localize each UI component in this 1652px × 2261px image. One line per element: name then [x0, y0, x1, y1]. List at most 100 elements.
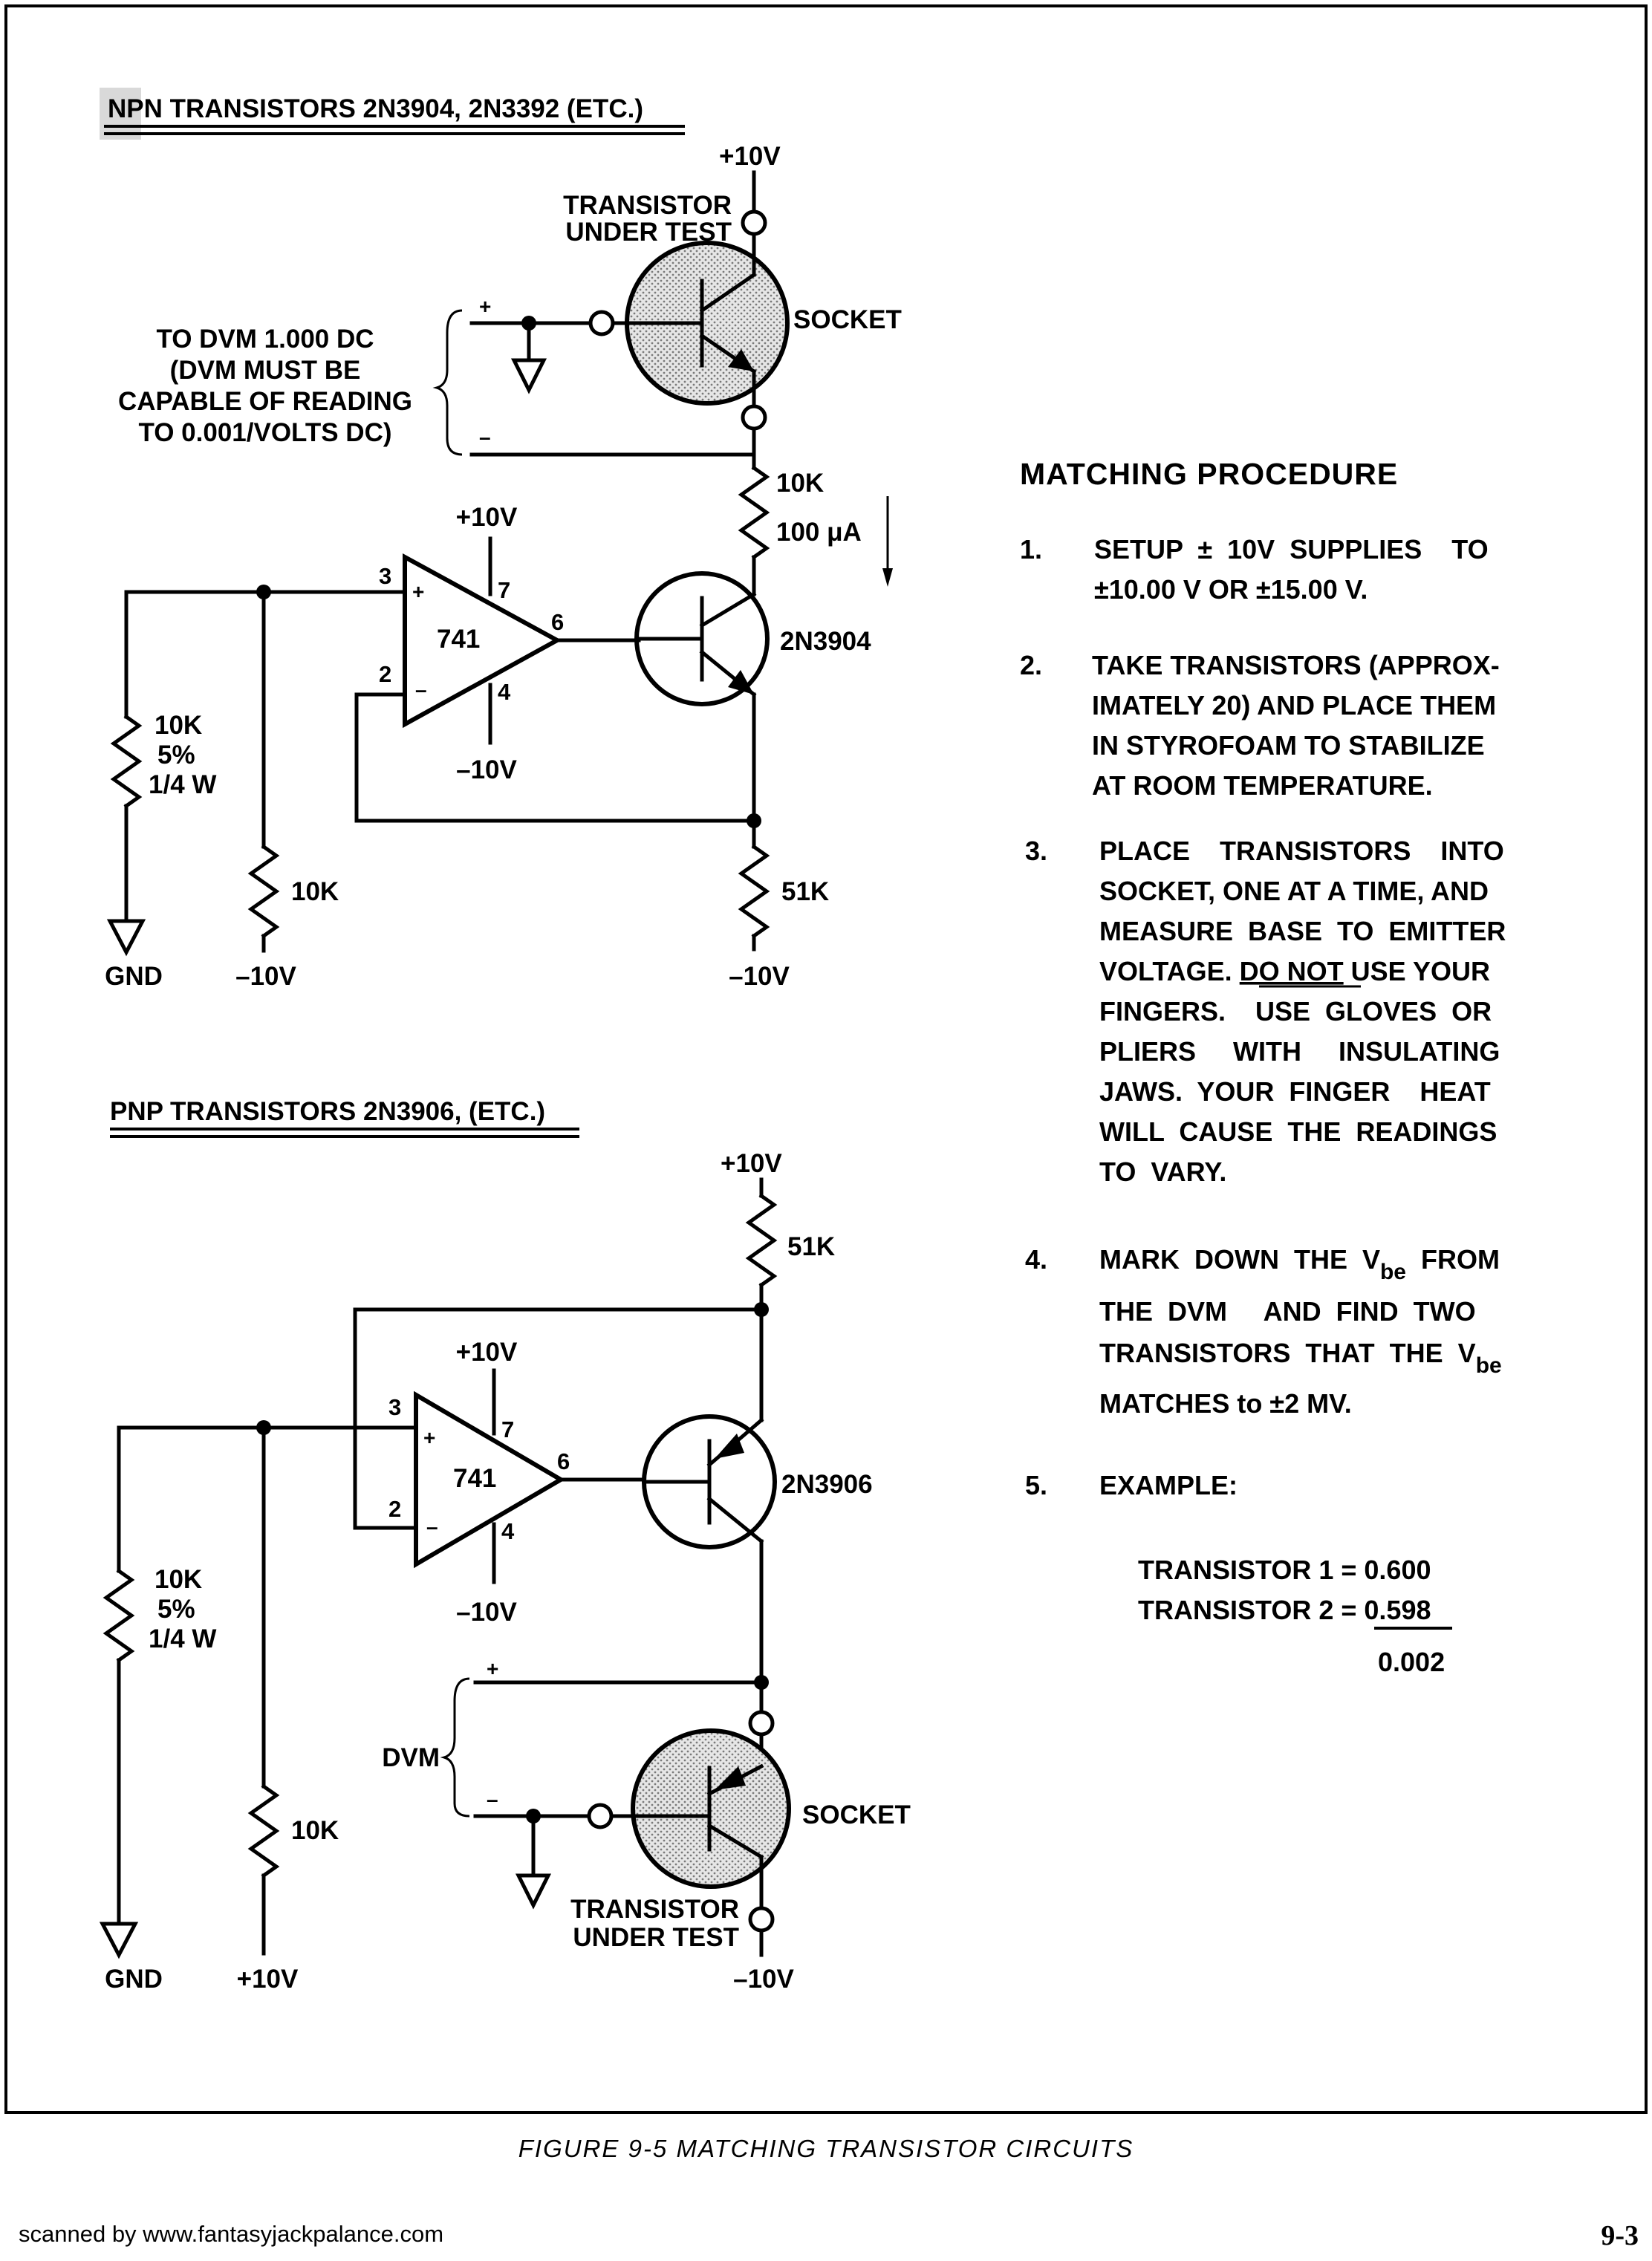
step-2-number: 2. — [1020, 650, 1042, 680]
step-4-vbe-sub: be — [1380, 1260, 1406, 1284]
npn-collector-resistor-label: 10K — [776, 469, 824, 498]
npn-opamp-pin3: 3 — [379, 563, 391, 589]
npn-left-resistor — [110, 714, 143, 809]
pnp-top-resistor — [745, 1193, 778, 1288]
pnp-left-resistor-value: 10K — [155, 1565, 202, 1594]
pnp-socket-emitter-pin — [748, 1710, 775, 1737]
npn-opamp-in-minus: – — [415, 678, 427, 701]
step-3-line-6: PLIERS WITH INSULATING — [1099, 1036, 1500, 1067]
procedure-heading: MATCHING PROCEDURE — [1020, 457, 1398, 491]
pnp-socket-collector-pin — [748, 1906, 775, 1933]
step-3-number: 3. — [1025, 836, 1047, 866]
step-1-line-1: SETUP ± 10V SUPPLIES TO — [1094, 534, 1489, 565]
step-5-line-1: EXAMPLE: — [1099, 1470, 1238, 1500]
example-transistor-2: TRANSISTOR 2 = 0.598 — [1138, 1595, 1431, 1625]
npn-opamp — [403, 553, 562, 729]
pnp-opamp-name: 741 — [453, 1464, 496, 1493]
step-1-line-2: ±10.00 V OR ±15.00 V. — [1094, 574, 1368, 605]
pnp-left-resistor-tol: 5% — [157, 1595, 195, 1624]
npn-left-resistor-tol: 5% — [157, 741, 195, 770]
npn-ground-symbol — [510, 358, 547, 394]
npn-opamp-pin6: 6 — [551, 609, 564, 635]
pnp-gnd-symbol — [99, 1922, 139, 1959]
step-2-line-1: TAKE TRANSISTORS (APPROX- — [1092, 650, 1500, 680]
npn-title: NPN TRANSISTORS 2N3904, 2N3392 (ETC.) — [108, 94, 643, 123]
step-3-line-4-pre: VOLTAGE. — [1099, 956, 1240, 986]
matching-procedure: MATCHING PROCEDURE 1. SETUP ± 10V SUPPLI… — [1020, 457, 1506, 1677]
pnp-left-resistor — [103, 1568, 135, 1663]
pnp-top-resistor-label: 51K — [787, 1232, 835, 1261]
npn-neg-right-label: –10V — [729, 962, 790, 991]
step-4-line-3-pre: TRANSISTORS THAT THE V — [1099, 1338, 1476, 1368]
npn-transistor-label: 2N3904 — [780, 627, 871, 656]
step-4-line-2: THE DVM AND FIND TWO — [1099, 1296, 1476, 1327]
pnp-opamp — [414, 1390, 565, 1569]
step-4-line-1-post: FROM — [1406, 1244, 1500, 1275]
pnp-opamp-vminus: –10V — [456, 1598, 517, 1627]
npn-socket-collector-pin — [741, 209, 767, 236]
npn-opamp-vplus: +10V — [456, 503, 518, 532]
pnp-under-test-label: TRANSISTOR — [570, 1895, 739, 1924]
example-difference: 0.002 — [1378, 1647, 1445, 1677]
step-3-line-5: FINGERS. USE GLOVES OR — [1099, 996, 1492, 1027]
npn-left-resistor-power: 1/4 W — [149, 770, 216, 799]
npn-opamp-pin2: 2 — [379, 661, 391, 687]
pnp-opamp-pin7: 7 — [501, 1416, 514, 1442]
pnp-gnd-label: GND — [105, 1965, 163, 1994]
npn-dvm-minus: – — [479, 426, 491, 449]
npn-emitter-resistor — [738, 844, 770, 939]
step-2-line-3: IN STYROFOAM TO STABILIZE — [1092, 730, 1485, 761]
step-3-line-1: PLACE TRANSISTORS INTO — [1099, 836, 1504, 866]
pnp-left-resistor-power: 1/4 W — [149, 1624, 216, 1653]
step-3-line-8: WILL CAUSE THE READINGS — [1099, 1116, 1497, 1147]
npn-opamp-pin7: 7 — [498, 577, 510, 603]
pnp-dvm-minus: – — [487, 1788, 498, 1811]
npn-left-resistor-value: 10K — [155, 711, 202, 740]
pnp-neg-bottom-label: –10V — [733, 1965, 794, 1994]
pnp-opamp-vplus: +10V — [456, 1338, 518, 1367]
step-4-line-1: MARK DOWN THE Vbe FROM — [1099, 1244, 1500, 1284]
step-3-do-not: DO NOT — [1240, 956, 1344, 986]
pnp-opamp-pin2: 2 — [388, 1496, 401, 1522]
step-4-line-3: TRANSISTORS THAT THE Vbe — [1099, 1338, 1502, 1378]
pnp-dvm-ground-symbol — [515, 1873, 552, 1910]
npn-dvm-note-2: (DVM MUST BE — [170, 356, 361, 385]
npn-opamp-name: 741 — [437, 625, 480, 654]
npn-socket-emitter-pin — [741, 404, 767, 431]
example-transistor-2-label: TRANSISTOR 2 = — [1138, 1595, 1364, 1625]
npn-neg-mid-label: –10V — [235, 962, 296, 991]
page-border — [4, 4, 1648, 2114]
npn-under-test-label: TRANSISTOR — [563, 191, 732, 220]
npn-opamp-in-plus: + — [412, 580, 424, 603]
npn-mid-resistor-label: 10K — [291, 877, 339, 906]
pnp-supply-top-label: +10V — [721, 1149, 782, 1178]
example-transistor-1: TRANSISTOR 1 = 0.600 — [1138, 1555, 1431, 1585]
step-2-line-4: AT ROOM TEMPERATURE. — [1092, 770, 1433, 801]
step-3-line-4-post: USE YOUR — [1344, 956, 1490, 986]
pnp-circuit: PNP TRANSISTORS 2N3906, (ETC.) +10V 51K … — [99, 1097, 911, 1994]
pnp-opamp-pin4: 4 — [501, 1518, 515, 1544]
pnp-socket-base-pin — [587, 1803, 614, 1829]
npn-current-label: 100 μA — [776, 518, 862, 547]
npn-mid-resistor — [247, 844, 280, 939]
step-3-line-3: MEASURE BASE TO EMITTER — [1099, 916, 1506, 946]
pnp-opamp-pin3: 3 — [388, 1394, 401, 1420]
pnp-under-test-label-2: UNDER TEST — [573, 1923, 739, 1952]
npn-emitter-resistor-label: 51K — [781, 877, 829, 906]
step-4-line-4: MATCHES to ±2 MV. — [1099, 1388, 1352, 1419]
pnp-dvm-label: DVM — [382, 1743, 440, 1772]
pnp-title: PNP TRANSISTORS 2N3906, (ETC.) — [110, 1097, 545, 1126]
npn-dvm-note-4: TO 0.001/VOLTS DC) — [138, 418, 391, 447]
pnp-mid-resistor — [247, 1783, 280, 1878]
npn-circuit: NPN TRANSISTORS 2N3904, 2N3392 (ETC.) +1… — [100, 88, 902, 991]
npn-socket-base-pin — [588, 310, 615, 336]
npn-socket-label: SOCKET — [793, 305, 902, 334]
npn-dvm-note-1: TO DVM 1.000 DC — [156, 325, 374, 354]
npn-supply-top-label: +10V — [719, 142, 781, 171]
step-2-line-2: IMATELY 20) AND PLACE THEM — [1092, 690, 1496, 720]
pnp-opamp-in-minus: – — [426, 1515, 438, 1538]
example-transistor-1-value: 0.600 — [1364, 1555, 1431, 1585]
page-number: 9-3 — [1601, 2220, 1639, 2251]
pnp-transistor-label: 2N3906 — [781, 1470, 873, 1499]
